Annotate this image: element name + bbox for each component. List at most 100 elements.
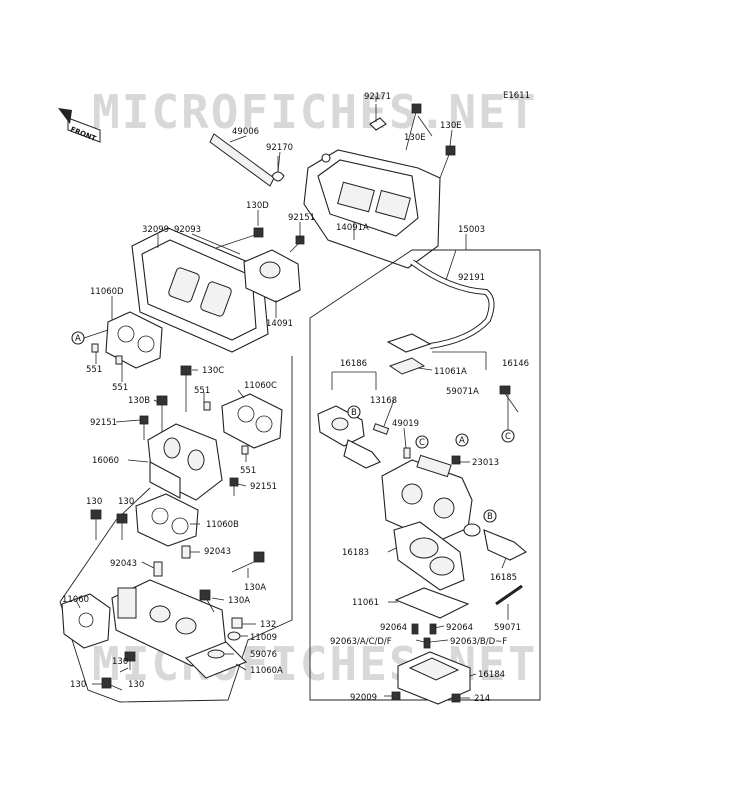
hose-92191 bbox=[410, 260, 494, 348]
label-16146: 16146 bbox=[502, 359, 529, 369]
label-14091A: 14091A bbox=[336, 223, 369, 233]
label-11060: 11060 bbox=[62, 595, 89, 605]
label-92171: 92171 bbox=[364, 92, 391, 102]
label-11009: 11009 bbox=[250, 633, 277, 643]
label-16184: 16184 bbox=[478, 670, 505, 680]
bolt-130E-a-icon bbox=[405, 103, 422, 151]
label-92151-mid: 92151 bbox=[90, 418, 117, 428]
label-92009: 92009 bbox=[350, 693, 377, 703]
bolt-130C-icon bbox=[180, 365, 192, 412]
carburetor-frame bbox=[309, 249, 541, 701]
carburetor-body bbox=[381, 454, 473, 543]
callout-C-1: C bbox=[419, 438, 425, 448]
jet-92063-icon bbox=[423, 637, 431, 649]
label-92170: 92170 bbox=[266, 143, 293, 153]
label-11060D: 11060D bbox=[90, 287, 124, 297]
seal-59076-icon bbox=[207, 649, 225, 659]
jet-92064-a-icon bbox=[411, 623, 419, 635]
pin-551-b-icon bbox=[115, 355, 123, 365]
label-11061: 11061 bbox=[352, 598, 379, 608]
label-92064-a: 92064 bbox=[380, 623, 407, 633]
label-130A-b: 130A bbox=[228, 596, 250, 606]
label-59076: 59076 bbox=[250, 650, 277, 660]
label-130-a: 130 bbox=[86, 497, 102, 507]
jet-49019-icon bbox=[403, 447, 411, 459]
label-11060C: 11060C bbox=[244, 381, 277, 391]
jet-92064-b-icon bbox=[429, 623, 437, 635]
label-92063-ACDF: 92063/A/C/D/F bbox=[330, 637, 392, 647]
bolt-130E-b-icon bbox=[439, 145, 456, 179]
label-551-d: 551 bbox=[240, 466, 256, 476]
label-130-d: 130 bbox=[70, 680, 86, 690]
screw-92009-icon bbox=[391, 691, 401, 701]
label-11061A: 11061A bbox=[434, 367, 467, 377]
cap-11009-icon bbox=[227, 631, 241, 641]
leader-lines bbox=[75, 96, 509, 699]
collar-92043-b-icon bbox=[181, 545, 191, 559]
clip-92171-icon bbox=[369, 104, 387, 131]
leader-A1 bbox=[83, 329, 109, 339]
gasket-11060B-icon bbox=[135, 493, 199, 547]
label-49019: 49019 bbox=[392, 419, 419, 429]
label-13168: 13168 bbox=[370, 396, 397, 406]
gasket-11060-icon bbox=[61, 593, 111, 649]
figure-code: E1611 bbox=[503, 91, 530, 101]
bolt-130A-a-icon bbox=[231, 551, 265, 573]
label-551-b: 551 bbox=[112, 383, 128, 393]
element-14091-icon bbox=[243, 249, 301, 303]
label-130D: 130D bbox=[246, 201, 269, 211]
label-15003: 15003 bbox=[458, 225, 485, 235]
label-16183: 16183 bbox=[342, 548, 369, 558]
label-130E-a: 130E bbox=[404, 133, 426, 143]
left-frame bbox=[59, 356, 293, 703]
label-92043-a: 92043 bbox=[204, 547, 231, 557]
collar-92043-a-icon bbox=[153, 561, 163, 577]
label-130E-b: 130E bbox=[440, 121, 462, 131]
pin-551-a-icon bbox=[91, 343, 99, 353]
label-92151-low: 92151 bbox=[250, 482, 277, 492]
callout-C-2: C bbox=[505, 432, 511, 442]
callout-B-1: B bbox=[351, 408, 357, 418]
gasket-11061-icon bbox=[394, 587, 470, 619]
solenoid-16185-icon bbox=[463, 523, 527, 561]
pin-551-c-icon bbox=[203, 401, 211, 411]
callout-A-2: A bbox=[459, 436, 465, 446]
label-14091: 14091 bbox=[266, 319, 293, 329]
pin-13168-icon bbox=[372, 423, 390, 435]
screw-214-icon bbox=[451, 693, 461, 703]
label-92064-b: 92064 bbox=[446, 623, 473, 633]
label-92151-top: 92151 bbox=[288, 213, 315, 223]
callout-B-2: B bbox=[487, 512, 493, 522]
label-11060A: 11060A bbox=[250, 666, 283, 676]
label-92191: 92191 bbox=[458, 273, 485, 283]
label-92063-BDF: 92063/B/D~F bbox=[450, 637, 507, 647]
label-214: 214 bbox=[474, 694, 490, 704]
screw-59071-icon bbox=[495, 584, 523, 606]
air-cleaner-housing bbox=[303, 149, 441, 269]
air-cleaner-base bbox=[131, 227, 269, 353]
gasket-11060A-icon bbox=[185, 641, 247, 679]
label-16186: 16186 bbox=[340, 359, 367, 369]
rod-49006-icon bbox=[209, 133, 275, 187]
label-59071A: 59071A bbox=[446, 387, 479, 397]
cap-132-icon bbox=[231, 617, 243, 629]
label-130B: 130B bbox=[128, 396, 150, 406]
float-16183-icon bbox=[393, 521, 465, 591]
label-16185: 16185 bbox=[490, 573, 517, 583]
float-bowl-16184-icon bbox=[397, 651, 471, 705]
label-32099: 32099 bbox=[142, 225, 169, 235]
label-551-c: 551 bbox=[194, 386, 210, 396]
plate-16146-icon bbox=[386, 333, 432, 375]
label-92043-b: 92043 bbox=[110, 559, 137, 569]
bolt-130-c-icon bbox=[124, 651, 136, 670]
label-130-b: 130 bbox=[118, 497, 134, 507]
label-16060: 16060 bbox=[92, 456, 119, 466]
pin-551-d-icon bbox=[241, 445, 249, 455]
bolt-92151-mid-icon bbox=[139, 415, 149, 440]
label-132: 132 bbox=[260, 620, 276, 630]
label-49006: 49006 bbox=[232, 127, 259, 137]
label-551-a: 551 bbox=[86, 365, 102, 375]
label-23013: 23013 bbox=[472, 458, 499, 468]
label-11060B: 11060B bbox=[206, 520, 239, 530]
